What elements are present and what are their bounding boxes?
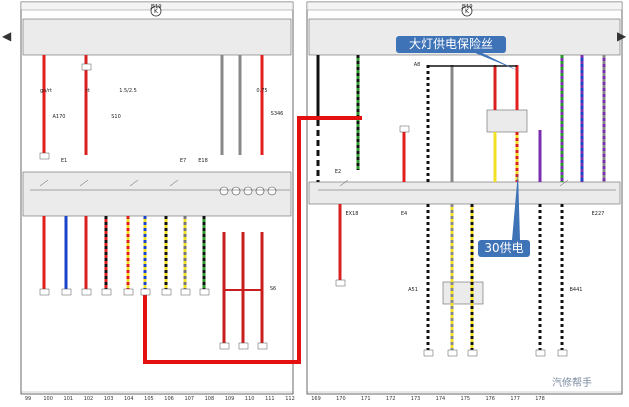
column-number: 100 [43, 396, 53, 402]
column-number: 173 [411, 396, 421, 402]
column-number: 110 [245, 396, 255, 402]
column-number: 108 [205, 396, 215, 402]
left-top-module-j519 [22, 18, 292, 56]
module-label: E4 [401, 211, 407, 217]
next-page-icon[interactable]: ▶ [617, 29, 627, 43]
column-number: 175 [461, 396, 471, 402]
left-header-label: J519 [149, 4, 161, 10]
module-label: E227 [592, 211, 605, 217]
module-label: E18 [198, 158, 208, 164]
component-label: S6 [270, 286, 276, 292]
previous-page-icon[interactable]: ◀ [2, 29, 12, 43]
column-number: 176 [485, 396, 495, 402]
column-number: 106 [164, 396, 174, 402]
column-number: 105 [144, 396, 154, 402]
column-number: 102 [84, 396, 94, 402]
column-number: 104 [124, 396, 134, 402]
column-number: 177 [510, 396, 520, 402]
wire-label: rt [86, 88, 90, 94]
right-ground-symbol [461, 5, 473, 17]
component-label: A8 [414, 62, 421, 68]
wire-label: 1.5/2.5 [119, 88, 137, 94]
component-label: B441 [570, 287, 583, 293]
column-number: 112 [285, 396, 295, 402]
right-switch-module [308, 181, 621, 205]
module-label: E7 [180, 158, 186, 164]
wire-label: 0.75 [256, 88, 267, 94]
callout-pointers [468, 50, 520, 240]
column-number: 178 [535, 396, 545, 402]
wire-label: gn/rt [40, 88, 52, 94]
terminal-boxes [39, 63, 568, 357]
column-number: 111 [265, 396, 275, 402]
connector-j6 [442, 281, 484, 305]
highlighted-harness-path [143, 116, 362, 364]
column-number: 99 [25, 396, 31, 402]
column-number: 103 [104, 396, 114, 402]
left-ground-k: K [154, 8, 159, 15]
relay-j331 [486, 109, 528, 133]
column-number: 101 [64, 396, 74, 402]
right-ground-k: K [465, 8, 470, 15]
lamp-symbols [219, 186, 277, 196]
column-number: 171 [361, 396, 371, 402]
headlight-fuse-callout: 大灯供电保险丝 [396, 36, 506, 53]
component-label: A170 [53, 114, 66, 120]
right-wires [316, 55, 606, 350]
component-label: A51 [408, 287, 418, 293]
column-number: 174 [436, 396, 446, 402]
module-label: E2 [335, 169, 341, 175]
column-number: 109 [225, 396, 235, 402]
component-label: S10 [111, 114, 121, 120]
module-label: E1 [61, 158, 67, 164]
component-label: S346 [271, 111, 284, 117]
watermark-text: 汽修帮手 [552, 378, 592, 389]
left-wires [42, 55, 264, 345]
column-number: 170 [336, 396, 346, 402]
column-number: 169 [311, 396, 321, 402]
right-header-label: J519 [460, 4, 472, 10]
internal-switch-lines [30, 179, 616, 191]
module-label: EX18 [346, 211, 359, 217]
column-number: 107 [184, 396, 194, 402]
supply-30-callout: 30供电 [478, 240, 530, 257]
column-number: 172 [386, 396, 396, 402]
left-ground-symbol [150, 5, 162, 17]
